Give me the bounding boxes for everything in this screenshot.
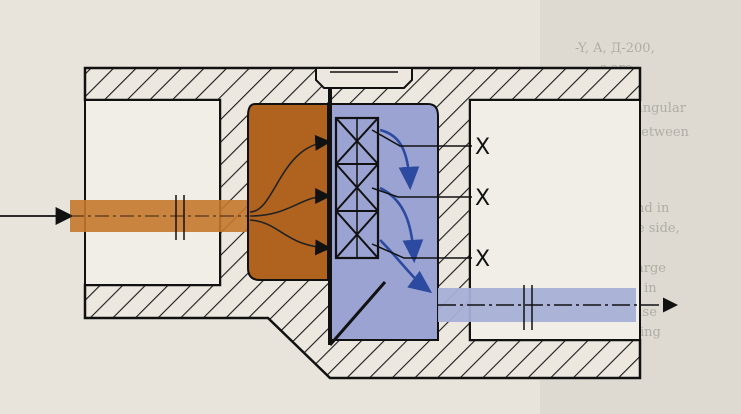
inlet-chamber	[247, 103, 329, 281]
label-x-middle: X	[475, 186, 490, 211]
label-x-top: X	[475, 135, 490, 160]
valve-lattice-stack	[334, 116, 380, 260]
top-plug	[315, 67, 413, 89]
inlet-streamlines	[249, 134, 332, 256]
diagonal-support	[328, 281, 387, 346]
inlet-left-cavity	[84, 99, 221, 286]
leader-lines	[371, 129, 472, 259]
show-through-text-line: ing	[640, 325, 661, 340]
show-through-text-line: -Y, A, Д-200,	[575, 41, 655, 56]
label-x-bottom: X	[475, 247, 490, 272]
